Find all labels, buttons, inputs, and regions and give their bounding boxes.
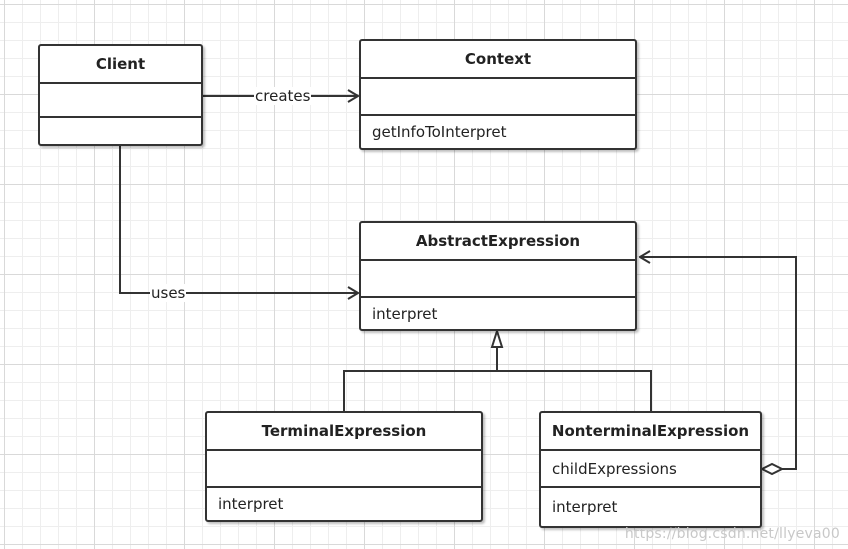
attributes-section: childExpressions xyxy=(541,449,760,486)
attributes-section xyxy=(361,77,635,114)
client-class[interactable]: Client xyxy=(38,44,203,146)
attributes-section xyxy=(207,449,481,486)
operations-section: interpret xyxy=(541,486,760,526)
class-name: Client xyxy=(95,55,146,73)
terminal-expression-class[interactable]: TerminalExpression interpret xyxy=(205,411,483,522)
attribute-child-expressions: childExpressions xyxy=(552,459,677,478)
uses-association-line xyxy=(119,146,358,293)
inheritance-triangle xyxy=(490,327,504,348)
operations-section: interpret xyxy=(361,296,635,329)
attributes-section xyxy=(40,82,201,116)
generalization-branch-terminal xyxy=(343,370,497,412)
nonterminal-expression-class[interactable]: NonterminalExpression childExpressions i… xyxy=(539,411,762,528)
operations-section: interpret xyxy=(207,486,481,520)
class-name: Context xyxy=(464,50,532,68)
context-class[interactable]: Context getInfoToInterpret xyxy=(359,39,637,150)
generalization-branch-nonterminal xyxy=(497,370,652,412)
watermark-url: https://blog.csdn.net/llyeva00 xyxy=(624,526,840,542)
operations-section: getInfoToInterpret xyxy=(361,114,635,148)
operation-interpret: interpret xyxy=(372,304,438,323)
attributes-section xyxy=(361,259,635,296)
operation-get-info-to-interpret: getInfoToInterpret xyxy=(372,123,507,141)
uses-label: uses xyxy=(150,284,187,302)
class-name: NonterminalExpression xyxy=(551,422,750,440)
aggregation-line xyxy=(640,257,797,470)
operations-section xyxy=(40,116,201,144)
class-name: AbstractExpression xyxy=(415,232,581,250)
abstract-expression-class[interactable]: AbstractExpression interpret xyxy=(359,221,637,331)
operation-interpret: interpret xyxy=(552,498,618,516)
creates-label: creates xyxy=(254,87,312,105)
class-name: TerminalExpression xyxy=(261,422,427,440)
aggregation-diamond xyxy=(759,462,785,476)
operation-interpret: interpret xyxy=(218,495,284,513)
